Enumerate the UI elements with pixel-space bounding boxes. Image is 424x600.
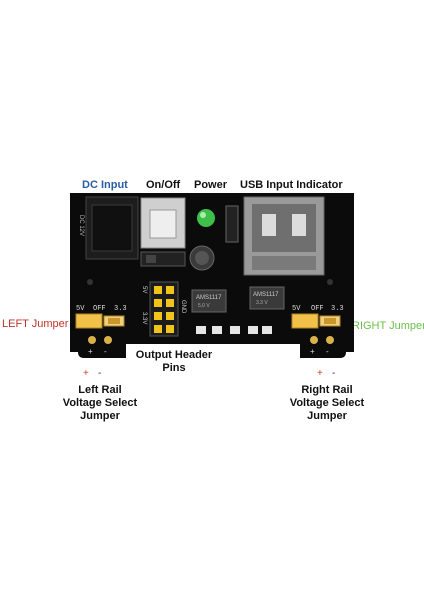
output-header-line2: Pins <box>162 362 186 374</box>
left-rail-line1: Left Rail <box>78 384 122 396</box>
left-33-text: 3.3 <box>114 305 127 313</box>
hdr-33v-text: 3.3V <box>141 312 147 324</box>
output-header-line1: Output Header <box>135 349 213 361</box>
indicator-header <box>225 205 239 243</box>
usb-indicator-label: USB Input Indicator <box>240 179 343 191</box>
hdr-5v-text: 5V <box>141 286 147 293</box>
regulator-left: AMS1117 5.0 V <box>191 289 227 313</box>
reg-left-sub: 5.0 V <box>198 303 210 309</box>
right-pin-minus: - <box>326 347 329 356</box>
reg-right-sub: 3.3 V <box>256 300 268 306</box>
regulator-right: AMS1117 3.3 V <box>249 286 285 310</box>
dc-jack: DC 12V <box>78 196 139 260</box>
left-rail-pins: + - <box>88 336 112 356</box>
on-off-label: On/Off <box>146 179 181 191</box>
right-rail-label: Right Rail Voltage Select Jumper <box>272 384 382 423</box>
left-rail-plus-sign: + <box>83 368 89 379</box>
mount-hole <box>87 279 93 285</box>
power-label: Power <box>194 179 228 191</box>
mount-hole <box>327 279 333 285</box>
right-rail-line2: Voltage Select <box>289 397 365 409</box>
power-switch <box>140 197 186 267</box>
right-rail-pins: + - <box>310 336 334 356</box>
right-rail-plus-sign: + <box>317 368 323 379</box>
reg-left-text: AMS1117 <box>196 295 222 301</box>
right-rail-minus-sign: - <box>332 368 335 379</box>
left-pin-minus: - <box>104 347 107 356</box>
dc-silk-text: DC 12V <box>78 215 84 236</box>
dc-input-label: DC Input <box>82 179 128 191</box>
left-rail-jumper: 5V OFF 3.3 <box>75 305 127 329</box>
right-rail-line3: Jumper <box>307 410 347 422</box>
left-5v-text: 5V <box>76 305 85 313</box>
output-header-pins: 5V 3.3V GND <box>141 281 186 337</box>
left-rail-line2: Voltage Select <box>62 397 138 409</box>
smd-components <box>196 326 272 334</box>
hdr-gnd-text: GND <box>180 300 186 314</box>
reg-right-text: AMS1117 <box>253 292 279 298</box>
right-jumper-label: RIGHT Jumper <box>352 320 424 332</box>
right-33-text: 3.3 <box>331 305 344 313</box>
left-rail-minus-sign: - <box>98 368 101 379</box>
left-rail-line3: Jumper <box>80 410 120 422</box>
right-rail-line1: Right Rail <box>301 384 353 396</box>
left-jumper-label: LEFT Jumper <box>2 318 69 330</box>
left-off-text: OFF <box>93 305 106 313</box>
usb-port <box>243 196 325 276</box>
output-header-label: Output Header Pins <box>128 349 220 375</box>
right-pin-plus: + <box>310 347 315 356</box>
left-pin-plus: + <box>88 347 93 356</box>
power-led <box>197 209 215 227</box>
right-5v-text: 5V <box>292 305 301 313</box>
right-off-text: OFF <box>311 305 324 313</box>
left-rail-label: Left Rail Voltage Select Jumper <box>45 384 155 423</box>
capacitor <box>189 245 215 271</box>
right-rail-jumper: 5V OFF 3.3 <box>291 305 344 329</box>
